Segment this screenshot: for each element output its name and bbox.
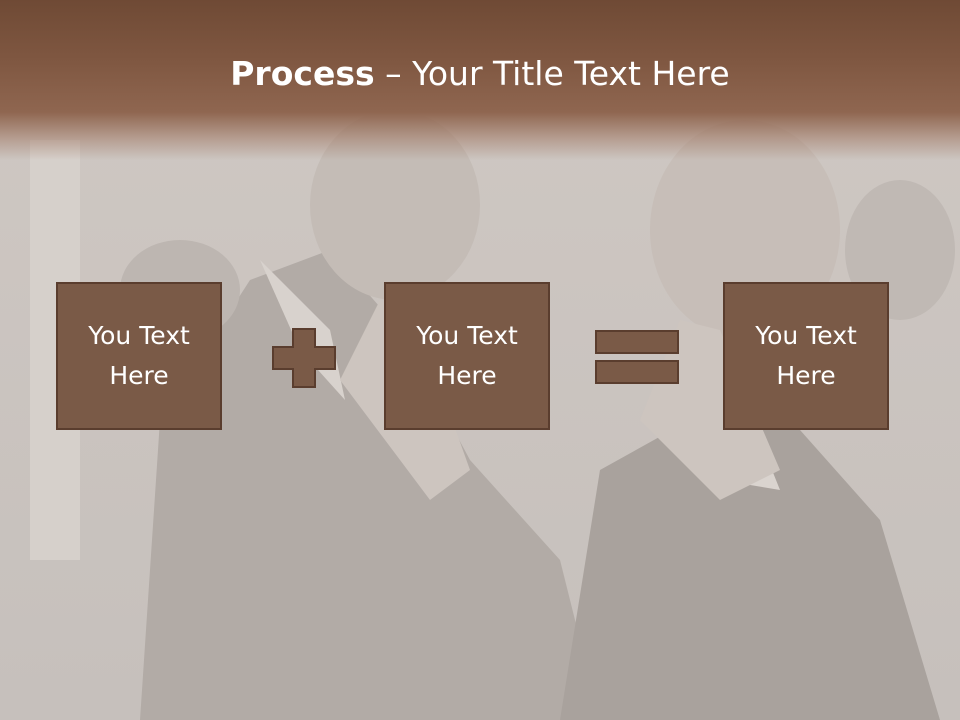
process-box-3[interactable]: You Text Here (723, 282, 889, 430)
title-bold: Process (230, 54, 375, 93)
process-box-1-text: You Text Here (88, 321, 190, 390)
process-box-3-text: You Text Here (755, 321, 857, 390)
title-rest: – Your Title Text Here (374, 54, 730, 93)
slide-title: Process – Your Title Text Here (0, 52, 960, 96)
equals-icon (595, 330, 679, 386)
plus-icon (272, 328, 336, 388)
title-band (0, 0, 960, 160)
process-box-2[interactable]: You Text Here (384, 282, 550, 430)
process-box-1[interactable]: You Text Here (56, 282, 222, 430)
process-box-2-text: You Text Here (416, 321, 518, 390)
